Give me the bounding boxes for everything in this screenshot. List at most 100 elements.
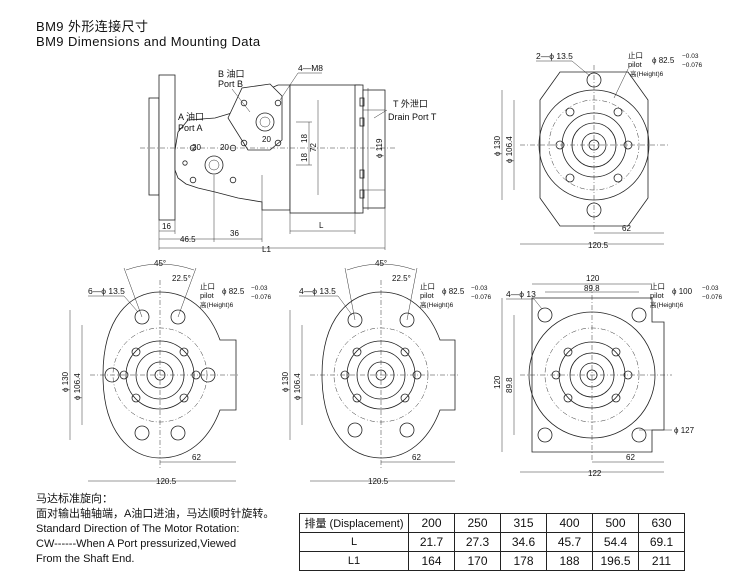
dim-89-8-height: 89.8 [505, 377, 514, 393]
end-cover [362, 89, 386, 209]
note-cn-title: 马达标准旋向： [36, 493, 113, 505]
dim-46-5: 46.5 [180, 235, 196, 244]
dim-120-5: 120.5 [156, 477, 177, 486]
pilot-label-cn: 止口 [200, 281, 215, 291]
table-cell: 315 [500, 513, 547, 533]
dim-18-a: 18 [300, 134, 309, 143]
port-a-label-cn: A 油口 [178, 111, 204, 122]
dim-120-height: 120 [493, 375, 502, 389]
row-label-L1: L1 [299, 551, 409, 571]
dim-122: 122 [588, 469, 602, 478]
dimension-drawing: B 油口 Port B A 油口 Port A 4—M8 T 外泄口 Drain… [61, 50, 722, 486]
dim-16: 16 [162, 222, 171, 231]
dim-phi-106-4: ϕ 106.4 [293, 373, 302, 400]
dim-20-c: 20 [262, 135, 271, 144]
dim-120-width: 120 [586, 274, 600, 283]
table-row-L1: L1 164 170 178 188 196.5 211 [299, 551, 685, 571]
tolerance-lower: −0.076 [702, 294, 722, 301]
dim-phi-130: ϕ 130 [281, 371, 290, 392]
table-cell: 400 [546, 513, 593, 533]
drain-port-label-cn: T 外泄口 [393, 98, 428, 109]
tolerance-lower: −0.076 [682, 62, 702, 69]
angle-22-5: 22.5° [392, 274, 411, 283]
dim-phi-127: ϕ 127 [674, 426, 695, 435]
table-cell: 27.3 [454, 532, 501, 552]
angle-45: 45° [375, 259, 387, 268]
dim-62: 62 [622, 224, 631, 233]
front-view-6-hole: 45° 22.5° 6—ϕ 13.5 止口 pilot ϕ 82.5 −0.03… [61, 259, 271, 486]
holes-label: 4—ϕ 13.5 [299, 286, 336, 296]
height-label: 高(Height)6 [200, 300, 234, 309]
tolerance-upper: −0.03 [251, 285, 268, 292]
dim-phi-130: ϕ 130 [61, 371, 70, 392]
port-b-label-cn: B 油口 [218, 68, 245, 79]
table-cell: 200 [408, 513, 455, 533]
flange-outline [102, 291, 237, 459]
table-cell: 34.6 [500, 532, 547, 552]
port-b-circle [255, 112, 275, 132]
angle-22-5: 22.5° [172, 274, 191, 283]
table-cell: 178 [500, 551, 547, 571]
table-cell: 188 [546, 551, 593, 571]
pilot-label-en: pilot [200, 291, 215, 300]
dim-L1: L1 [262, 245, 271, 254]
dim-62: 62 [192, 453, 201, 462]
port-a-label-en: Port A [178, 123, 203, 133]
displacement-table: 排量 (Displacement) 200 250 315 400 500 63… [299, 513, 685, 571]
pilot-label-cn: 止口 [628, 50, 643, 60]
height-label: 高(Height)6 [630, 69, 664, 78]
tolerance-upper: −0.03 [702, 285, 719, 292]
table-cell: 196.5 [592, 551, 639, 571]
table-row-displacement: 排量 (Displacement) 200 250 315 400 500 63… [299, 513, 685, 533]
port-a-circle [204, 155, 224, 175]
tolerance-upper: −0.03 [471, 285, 488, 292]
pilot-label-cn: 止口 [420, 281, 435, 291]
holes-label: 4—ϕ 13 [506, 289, 536, 299]
tolerance-upper: −0.03 [682, 53, 699, 60]
side-view: B 油口 Port B A 油口 Port A 4—M8 T 外泄口 Drain… [140, 63, 437, 254]
dim-36: 36 [230, 229, 239, 238]
holes-label: 6—ϕ 13.5 [88, 286, 125, 296]
dim-phi-130: ϕ 130 [493, 135, 502, 156]
output-shaft [148, 97, 160, 196]
title-english: BM9 Dimensions and Mounting Data [36, 34, 261, 49]
front-view-2-hole: 2—ϕ 13.5 止口 pilot ϕ 82.5 −0.03 −0.076 高(… [493, 50, 702, 250]
table-cell: 54.4 [592, 532, 639, 552]
table-cell: 630 [638, 513, 685, 533]
holes-label: 2—ϕ 13.5 [536, 51, 573, 61]
row-label-L: L [299, 532, 409, 552]
table-cell: 69.1 [638, 532, 685, 552]
dim-89-8-width: 89.8 [584, 284, 600, 293]
mounting-flange [158, 74, 176, 221]
port-b-boss [227, 83, 283, 151]
port-b-label-en: Port B [218, 79, 243, 89]
table-cell: 500 [592, 513, 639, 533]
dim-phi-119: ϕ 119 [375, 138, 384, 158]
rotation-notes: 马达标准旋向： 面对输出轴轴端，A油口进油，马达顺时针旋转。 Standard … [36, 492, 274, 567]
thread-label: 4—M8 [298, 63, 323, 73]
tolerance-lower: −0.076 [251, 294, 271, 301]
table-cell: 211 [638, 551, 685, 571]
pilot-diameter: ϕ 82.5 [442, 287, 465, 296]
pilot-label-en: pilot [628, 60, 643, 69]
front-view-4-hole: 45° 22.5° 4—ϕ 13.5 止口 pilot ϕ 82.5 −0.03… [281, 259, 491, 486]
dim-120-5: 120.5 [368, 477, 389, 486]
dim-62: 62 [626, 453, 635, 462]
dim-phi-106-4: ϕ 106.4 [505, 136, 514, 163]
pilot-diameter: ϕ 82.5 [222, 287, 245, 296]
dim-20-b: 20 [220, 143, 229, 152]
drain-port-label-en: Drain Port T [388, 112, 437, 122]
note-en-text-1: CW------When A Port pressurized,Viewed [36, 538, 237, 550]
note-en-title: Standard Direction of The Motor Rotation… [36, 523, 240, 535]
front-view-square: 120 89.8 4—ϕ 13 止口 pilot ϕ 100 −0.03 −0.… [493, 274, 722, 478]
displacement-header: 排量 (Displacement) [299, 513, 409, 533]
height-label: 高(Height)6 [420, 300, 454, 309]
dim-72: 72 [309, 143, 318, 152]
height-label: 高(Height)6 [650, 300, 684, 309]
title-chinese: BM9 外形连接尺寸 [36, 19, 149, 34]
table-cell: 45.7 [546, 532, 593, 552]
angle-45: 45° [154, 259, 166, 268]
pilot-diameter: ϕ 82.5 [652, 56, 675, 65]
table-cell: 170 [454, 551, 501, 571]
motor-housing [289, 84, 361, 214]
